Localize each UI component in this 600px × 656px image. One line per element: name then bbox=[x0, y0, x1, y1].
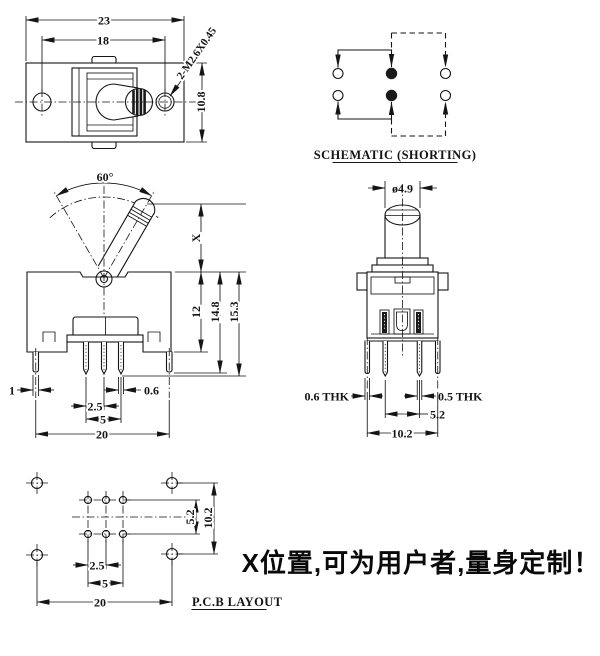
dim-pin-depth: 15.3 bbox=[227, 302, 241, 323]
dim-pcb-hole-span: 5 bbox=[102, 577, 108, 591]
dim-lever-height: X bbox=[189, 233, 203, 242]
pcb-layout-view: 5.2 10.2 2.5 5 20 P.C.B LAYOUT bbox=[26, 472, 283, 612]
dim-leg-span: 20 bbox=[96, 428, 108, 442]
dim-pin-span: 5 bbox=[100, 413, 106, 427]
top-view: 23 18 10.8 2-M2.6X0.45 bbox=[15, 12, 221, 150]
schematic-title: SCHEMATIC (SHORTING) bbox=[314, 148, 477, 162]
schematic-view: SCHEMATIC (SHORTING) bbox=[314, 32, 477, 164]
dim-pcb-frame-spacing: 10.2 bbox=[201, 508, 215, 529]
dim-leg-width: 1 bbox=[9, 384, 15, 398]
pcb-layout-title: P.C.B LAYOUT bbox=[192, 595, 283, 609]
dim-top-height: 10.8 bbox=[194, 92, 208, 113]
dim-pin-width: 0.6 bbox=[144, 384, 159, 398]
dim-pin-thickness: 0.5 THK bbox=[438, 390, 483, 404]
dim-pcb-hole-pitch: 2.5 bbox=[90, 559, 105, 573]
customization-note: X位置,可为用户者,量身定制！ bbox=[242, 548, 600, 578]
dim-pcb-frame-width: 20 bbox=[94, 596, 106, 610]
front-view: ø4.9 bbox=[303, 180, 486, 443]
dim-body-height: 12 bbox=[189, 306, 203, 318]
dim-leg-thickness: 0.6 THK bbox=[305, 390, 350, 404]
common-terminal-top bbox=[385, 67, 398, 80]
dim-leg-depth: 14.8 bbox=[208, 302, 222, 323]
dim-top-width: 23 bbox=[98, 14, 110, 28]
dim-pcb-row-spacing: 5.2 bbox=[183, 510, 197, 525]
common-terminal-bottom bbox=[385, 89, 398, 102]
dim-throw-angle: 60° bbox=[97, 170, 114, 184]
dim-thread-note: 2-M2.6X0.45 bbox=[175, 25, 220, 82]
dim-mount-spacing: 18 bbox=[97, 34, 109, 48]
dim-pin-pitch: 2.5 bbox=[88, 400, 103, 414]
dim-front-leg-span: 10.2 bbox=[392, 427, 413, 441]
side-view: 60° X 12 14.8 bbox=[7, 168, 246, 444]
